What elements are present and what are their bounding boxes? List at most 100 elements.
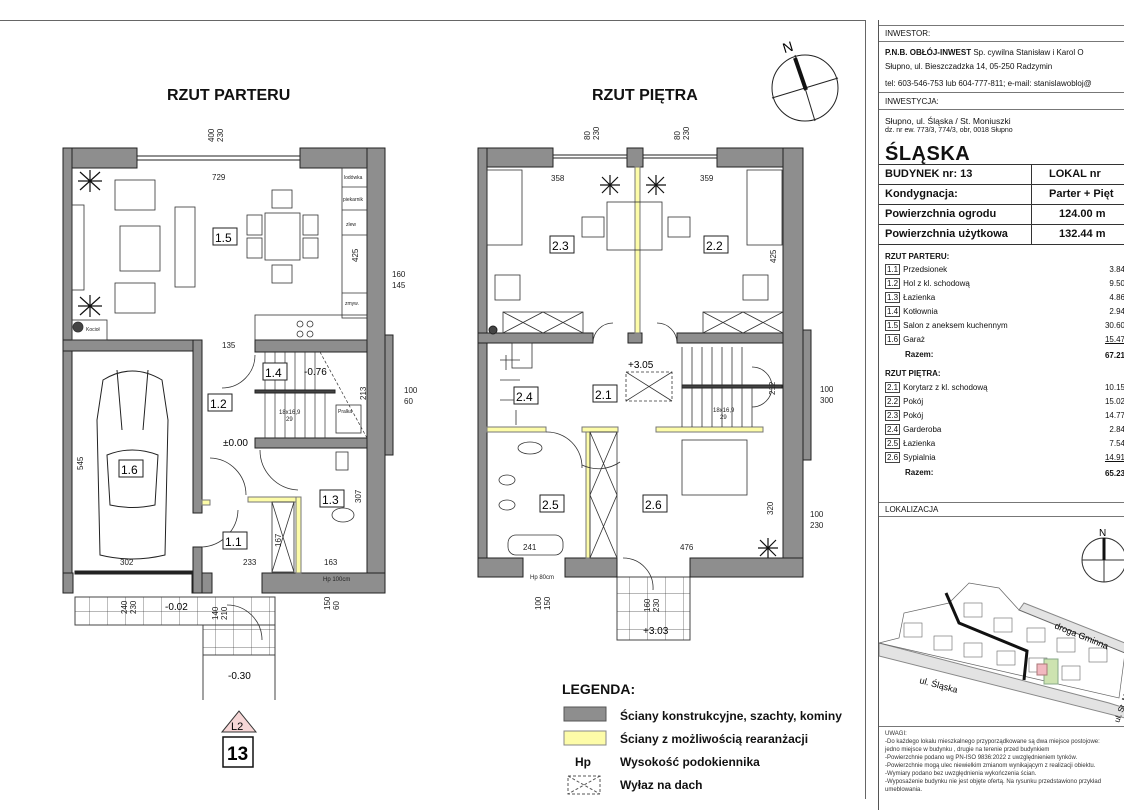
room-number: 1.2 bbox=[885, 278, 901, 289]
room-area: 4.86 bbox=[1109, 293, 1124, 302]
room-name: Salon z aneksem kuchennym bbox=[903, 321, 1008, 330]
svg-text:320: 320 bbox=[766, 501, 775, 515]
kitchen-appliance-labels: lodówka piekarnik zlew zmyw. bbox=[343, 175, 364, 307]
room-name: Hol z kl. schodową bbox=[903, 279, 970, 288]
row-label: BUDYNEK nr: 13 bbox=[885, 168, 973, 180]
notes-label: UWAGI: bbox=[885, 731, 907, 737]
room-name: Garaż bbox=[903, 335, 925, 344]
upper-areas-title: RZUT PIĘTRA: bbox=[885, 369, 941, 378]
building-marker: L2 13 bbox=[220, 710, 258, 768]
sheet-frame-top bbox=[0, 20, 866, 21]
row-value: LOKAL nr bbox=[1049, 168, 1101, 180]
svg-text:18x16,9: 18x16,9 bbox=[279, 410, 301, 416]
room-number: 1.4 bbox=[885, 306, 901, 317]
investment-label: INWESTYCJA: bbox=[885, 97, 939, 106]
svg-text:307: 307 bbox=[354, 489, 363, 503]
roof-hatch-icon bbox=[567, 775, 601, 795]
room-area: 2.84 bbox=[1109, 425, 1124, 434]
oven-label: piekarnik bbox=[343, 197, 364, 203]
ground-floor-plan bbox=[62, 147, 394, 700]
svg-text:+3.05: +3.05 bbox=[628, 360, 654, 371]
room-name: Sypialnia bbox=[903, 453, 936, 462]
row-label: Powierzchnia użytkowa bbox=[885, 228, 1008, 240]
room-area: 14.91 bbox=[1104, 453, 1124, 462]
svg-text:80: 80 bbox=[673, 131, 682, 140]
ground-levels: -0.76 ±0.00 -0.02 -0.30 bbox=[165, 367, 327, 682]
segment-label: L2 bbox=[231, 721, 243, 733]
investment-plot: dz. nr ew. 773/3, 774/3, obr, 0018 Słupn… bbox=[885, 127, 1013, 134]
total-area: 65.23 bbox=[1104, 469, 1124, 478]
table-row: Kondygnacja:Parter + Pięt bbox=[879, 185, 1124, 205]
legend-rearrange-label: Ściany z możliwością rearanżacji bbox=[620, 732, 809, 746]
svg-text:212: 212 bbox=[768, 381, 777, 395]
note-line: -Wymiary podano bez uwzględnienia wykońc… bbox=[885, 771, 1037, 777]
svg-text:400: 400 bbox=[207, 128, 216, 142]
map-road-label: ul. St. M bbox=[1112, 693, 1124, 723]
svg-text:163: 163 bbox=[324, 558, 338, 567]
location-label: LOKALIZACJA bbox=[885, 505, 939, 514]
room-label-2-5: 2.5 bbox=[542, 498, 559, 512]
svg-text:230: 230 bbox=[682, 126, 691, 140]
table-row: Powierzchnia ogrodu 124.00 m bbox=[879, 205, 1124, 225]
dishwasher-label: zmyw. bbox=[345, 301, 359, 307]
room-name: Łazienka bbox=[903, 293, 936, 302]
svg-text:230: 230 bbox=[216, 128, 225, 142]
svg-text:100: 100 bbox=[534, 596, 543, 610]
map-north-label: N bbox=[1099, 528, 1106, 539]
table-row: BUDYNEK nr: 13 LOKAL nr bbox=[879, 165, 1124, 185]
info-panel: INWESTOR: P.N.B. OBŁÓJ-INWEST Sp. cywiln… bbox=[878, 20, 1124, 810]
area-total-row: Razem:65.23 bbox=[885, 468, 1124, 481]
room-name: Garderoba bbox=[903, 425, 942, 434]
room-number: 1.1 bbox=[885, 264, 901, 275]
room-label-1-4: 1.4 bbox=[265, 366, 282, 380]
room-label-1-2: 1.2 bbox=[210, 397, 227, 411]
upper-floor-plan bbox=[477, 147, 812, 641]
room-number: 2.2 bbox=[885, 396, 901, 407]
svg-text:729: 729 bbox=[212, 173, 226, 182]
room-area: 7.54 bbox=[1109, 439, 1124, 448]
svg-text:29: 29 bbox=[286, 417, 293, 423]
svg-text:-0.76: -0.76 bbox=[304, 367, 327, 378]
svg-text:230: 230 bbox=[652, 598, 661, 612]
svg-text:425: 425 bbox=[351, 248, 360, 262]
row-value: Parter + Pięt bbox=[1049, 188, 1114, 200]
room-label-1-6: 1.6 bbox=[121, 463, 138, 477]
north-arrow-icon: N bbox=[771, 38, 839, 122]
room-name: Korytarz z kl. schodową bbox=[903, 383, 988, 392]
room-label-2-6: 2.6 bbox=[645, 498, 662, 512]
svg-text:Kocioł: Kocioł bbox=[86, 327, 101, 333]
legend-swatch-structural bbox=[563, 706, 607, 722]
room-number: 2.1 bbox=[885, 382, 901, 393]
investment-address: Słupno, ul. Śląska / St. Moniuszki bbox=[885, 116, 1011, 126]
svg-text:Hp 100cm: Hp 100cm bbox=[323, 577, 350, 583]
room-name: Pokój bbox=[903, 397, 924, 406]
upper-levels: +3.05 +3.03 bbox=[628, 360, 669, 637]
svg-text:135: 135 bbox=[222, 341, 236, 350]
building-number: 13 bbox=[227, 744, 248, 765]
investor-name: P.N.B. OBŁÓJ-INWEST bbox=[885, 48, 972, 57]
svg-text:80: 80 bbox=[583, 131, 592, 140]
room-number: 2.6 bbox=[885, 452, 901, 463]
room-label-2-2: 2.2 bbox=[706, 239, 723, 253]
room-number: 1.5 bbox=[885, 320, 901, 331]
room-label-1-5: 1.5 bbox=[215, 231, 232, 245]
row-label: Powierzchnia ogrodu bbox=[885, 208, 997, 220]
room-name: Przedsionek bbox=[903, 265, 948, 274]
room-label-1-1: 1.1 bbox=[225, 535, 242, 549]
svg-text:100: 100 bbox=[404, 386, 418, 395]
room-label-1-3: 1.3 bbox=[322, 493, 339, 507]
svg-text:160: 160 bbox=[392, 270, 406, 279]
row-value: 124.00 m bbox=[1059, 208, 1106, 220]
svg-text:±0.00: ±0.00 bbox=[223, 438, 248, 449]
room-area: 9.50 bbox=[1109, 279, 1124, 288]
svg-text:60: 60 bbox=[404, 397, 413, 406]
floor-plans-drawing: N bbox=[62, 38, 839, 795]
